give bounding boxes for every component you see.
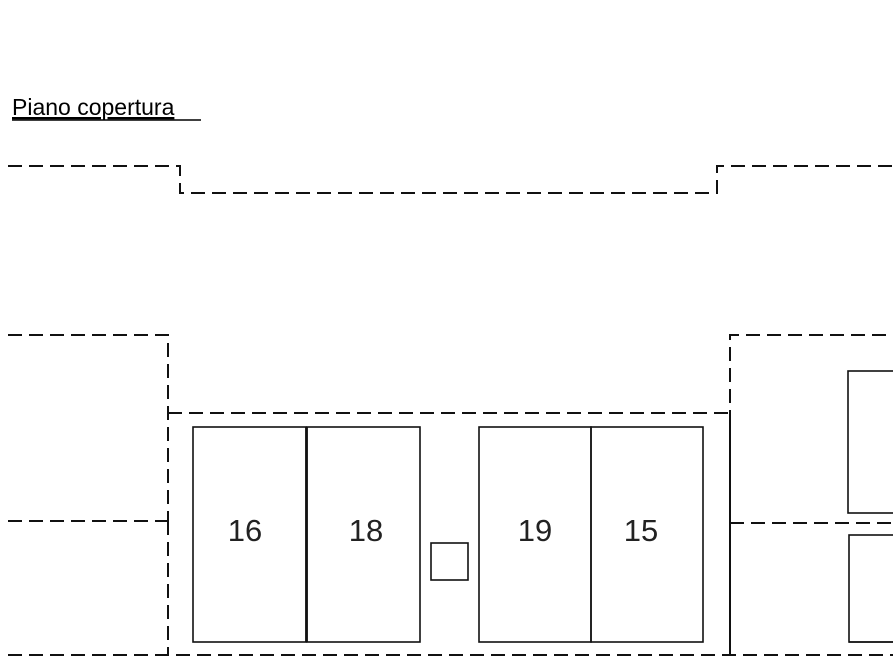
unit-15-box bbox=[590, 426, 704, 643]
top-outline bbox=[8, 165, 893, 194]
unit-label-18: 18 bbox=[349, 513, 383, 548]
unit-label-16: 16 bbox=[228, 513, 262, 548]
plan-title: Piano copertura bbox=[12, 94, 175, 120]
unit-label-19: 19 bbox=[518, 513, 552, 548]
small-square bbox=[430, 542, 469, 581]
right-unit-lower bbox=[848, 534, 893, 643]
right-unit-upper bbox=[847, 370, 893, 514]
middle-enclosure bbox=[168, 412, 731, 655]
right-outline-upper bbox=[729, 334, 893, 655]
unit-label-15: 15 bbox=[624, 513, 658, 548]
left-outline-upper bbox=[8, 334, 169, 521]
